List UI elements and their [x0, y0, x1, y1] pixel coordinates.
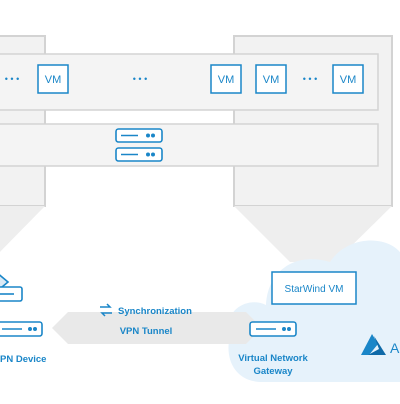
sync-arrows-icon — [100, 303, 112, 317]
ellipsis-dots: • • • — [303, 74, 317, 84]
router-icon — [249, 321, 297, 337]
vm-box: VM — [37, 64, 69, 94]
vpn-tunnel — [52, 312, 262, 344]
azure-logo-icon — [361, 334, 386, 355]
ellipsis-dots: • • • — [5, 74, 19, 84]
starwind-vm-box: StarWind VM — [271, 271, 357, 305]
server-stack-icon — [115, 128, 163, 162]
vm-label: VM — [263, 74, 280, 86]
vpn-tunnel-label: VPN Tunnel — [120, 326, 173, 337]
vm-box: VM — [210, 64, 242, 94]
vm-box: VM — [332, 64, 364, 94]
ellipsis-dots: • • • — [133, 74, 147, 84]
server-icon — [0, 274, 23, 302]
storage-band — [0, 123, 379, 167]
vpn-device-label: PN Device — [0, 354, 46, 365]
azure-cloud — [228, 240, 400, 382]
vnet-gateway-label-line2: Gateway — [253, 366, 293, 377]
vm-box: VM — [255, 64, 287, 94]
vm-label: VM — [218, 74, 235, 86]
vm-label: VM — [45, 74, 62, 86]
left-projection — [0, 206, 45, 252]
azure-logo-text: A — [390, 340, 400, 356]
starwind-vm-label: StarWind VM — [285, 284, 344, 295]
right-projection — [234, 206, 392, 262]
synchronization-label: Synchronization — [118, 306, 192, 317]
router-icon — [0, 321, 43, 337]
vnet-gateway-label-line1: Virtual Network — [238, 353, 308, 364]
vm-label: VM — [340, 74, 357, 86]
